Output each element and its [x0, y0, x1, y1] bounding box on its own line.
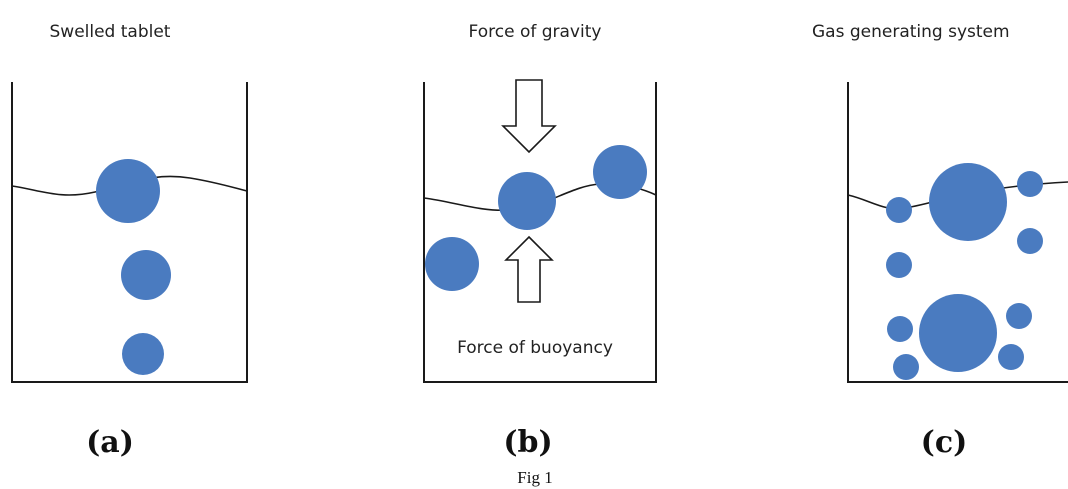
tablet-group-c [886, 163, 1043, 380]
tablet [498, 172, 556, 230]
downward-arrow-icon [501, 79, 557, 154]
tablet [425, 237, 479, 291]
tablet-group-a [96, 159, 171, 375]
tablet [1017, 171, 1043, 197]
tablet [1017, 228, 1043, 254]
figure-caption: Fig 1 [517, 468, 552, 487]
tablet [1006, 303, 1032, 329]
panel-a-letter: (a) [86, 425, 134, 460]
panel-a: Swelled tablet (a) [11, 22, 248, 460]
tablet [121, 250, 171, 300]
tablet [919, 294, 997, 372]
tablet [593, 145, 647, 199]
tablet-group-b [425, 145, 647, 291]
panel-a-title: Swelled tablet [50, 22, 171, 42]
panel-b-letter: (b) [503, 425, 552, 460]
tablet [96, 159, 160, 223]
upward-arrow-icon [504, 235, 554, 303]
force-of-buoyancy-label: Force of buoyancy [457, 338, 613, 358]
panel-c-letter: (c) [921, 425, 968, 460]
panel-c: Gas generating system (c) [812, 22, 1068, 460]
panel-c-title: Gas generating system [812, 22, 1010, 42]
tablet [887, 316, 913, 342]
panel-b-title: Force of gravity [469, 22, 602, 42]
tablet [122, 333, 164, 375]
tablet [929, 163, 1007, 241]
beaker-b [423, 82, 657, 383]
tablet [886, 252, 912, 278]
tablet [886, 197, 912, 223]
beaker-c [847, 82, 1068, 383]
panel-b: Force of gravity Force of buoyancy (b) F… [423, 22, 657, 487]
tablet [998, 344, 1024, 370]
tablet [893, 354, 919, 380]
beaker-a [11, 82, 248, 383]
